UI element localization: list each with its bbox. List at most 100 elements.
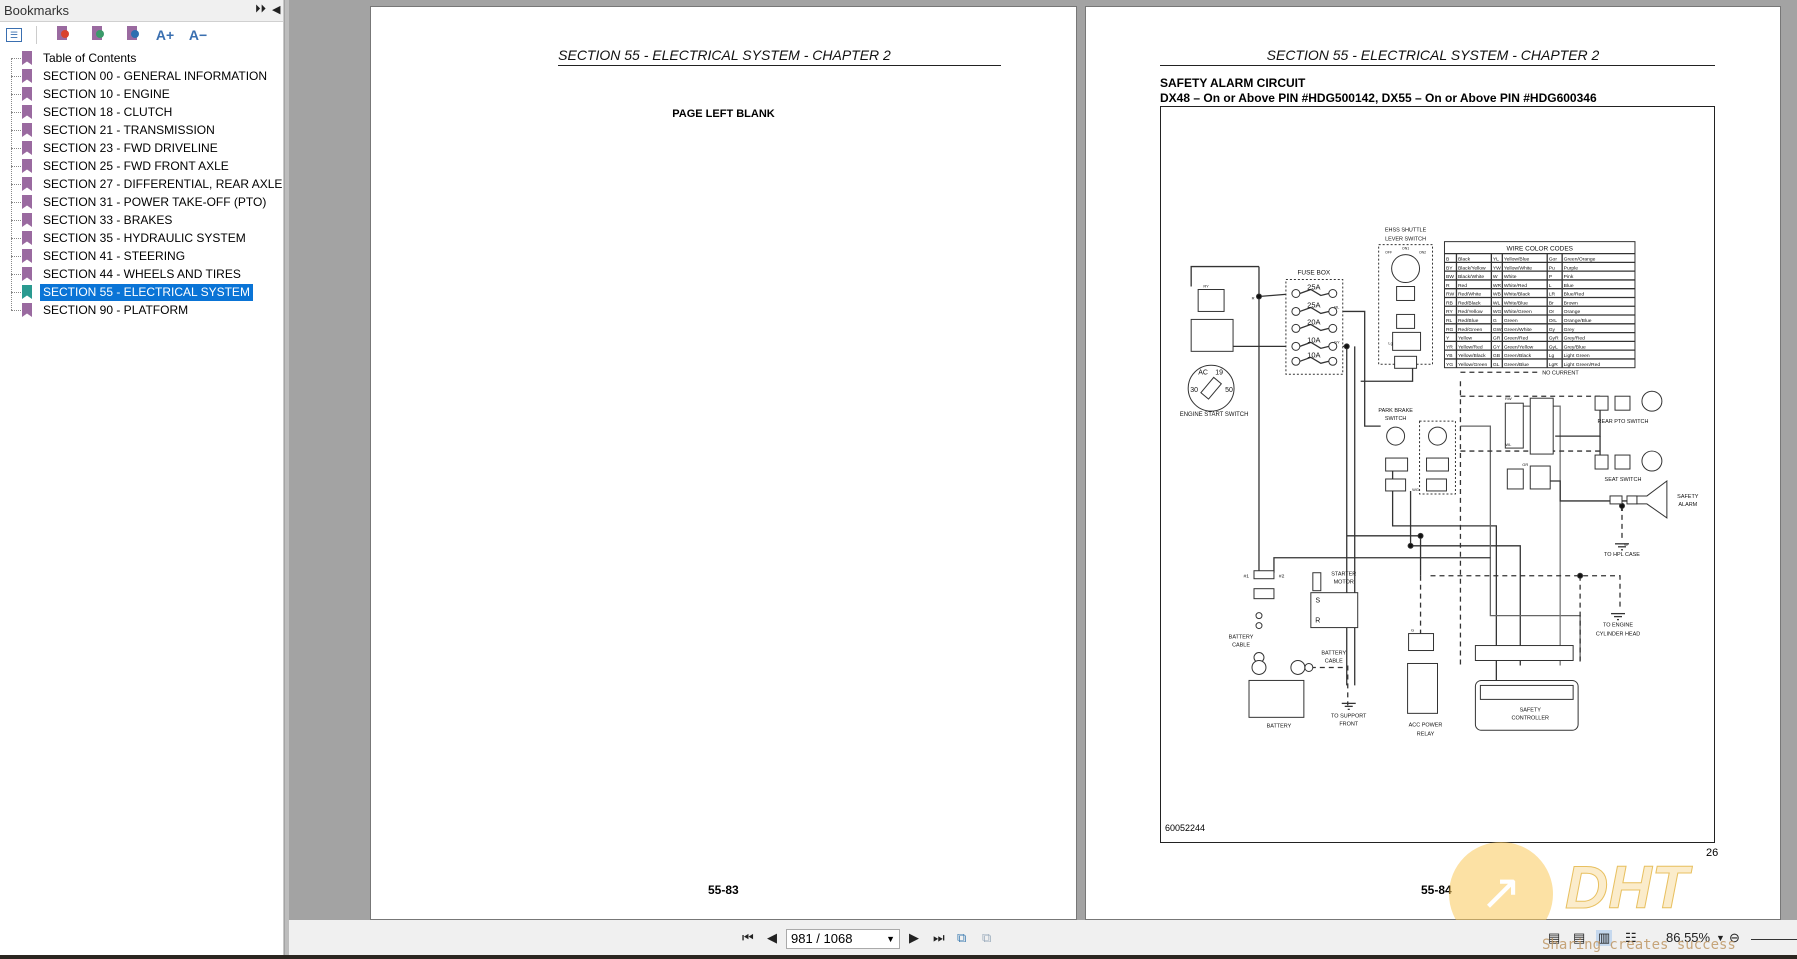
wire-color-cell: Red/Green — [1458, 327, 1483, 333]
diagram-title: SAFETY ALARM CIRCUIT — [1160, 76, 1306, 90]
next-view-icon[interactable]: ⧉ — [982, 930, 992, 945]
delete-bookmark-icon[interactable] — [52, 25, 72, 45]
wire-tag: GR — [1522, 462, 1528, 467]
tree-connector — [11, 238, 21, 239]
next-page-button[interactable]: ▶ — [909, 930, 919, 945]
no-current-wire — [1430, 575, 1621, 611]
continuous-view-icon[interactable]: ▤ — [1573, 930, 1586, 945]
page-number-value: 981 / 1068 — [791, 931, 853, 946]
wire — [1273, 557, 1491, 573]
bookmark-icon — [22, 105, 32, 119]
bookmark-item[interactable]: SECTION 10 - ENGINE — [43, 87, 170, 101]
fuse-rating: 25A — [1307, 283, 1320, 292]
zoom-dropdown-icon[interactable]: ▼ — [1716, 933, 1725, 943]
wire-color-cell: Orange/Blue — [1564, 318, 1592, 324]
goto-bookmark-icon[interactable] — [122, 25, 142, 45]
bookmark-item[interactable]: SECTION 21 - TRANSMISSION — [43, 123, 215, 137]
connector — [1614, 395, 1631, 411]
bookmarks-toolbar: ☰ A+ A− — [0, 22, 283, 48]
page-number-input[interactable]: 981 / 1068 ▼ — [786, 929, 900, 949]
wire-color-cell: Red/Yellow — [1458, 309, 1483, 315]
fuse-terminal — [1291, 341, 1301, 351]
acc-power-relay — [1407, 662, 1438, 714]
bookmark-icon — [22, 159, 32, 173]
continuous-facing-view-icon[interactable]: ☷ — [1625, 930, 1637, 945]
zoom-slider[interactable] — [1751, 939, 1797, 940]
bookmark-item[interactable]: SECTION 90 - PLATFORM — [43, 303, 189, 317]
fuse-icon — [1299, 288, 1329, 297]
connector — [1385, 478, 1407, 492]
navigation-toolbar: ⏮ ◀ 981 / 1068 ▼ ▶ ⏭ ⧉ ⧉ ▤ ▤ ▥ ☷ 86.55% ▼… — [289, 920, 1797, 955]
single-page-view-icon[interactable]: ▤ — [1548, 930, 1561, 945]
previous-view-icon[interactable]: ⧉ — [957, 930, 967, 945]
wire-color-cell: White/Green — [1504, 309, 1532, 315]
wire-color-cell: GY — [1493, 344, 1501, 350]
wire-color-cell: Black/White — [1458, 274, 1484, 280]
decrease-font-icon[interactable]: A− — [188, 27, 208, 43]
panel-splitter[interactable] — [285, 0, 289, 959]
diagram-label: TO ENGINE — [1603, 623, 1633, 629]
diagram-label: CONTROLLER — [1512, 715, 1549, 721]
wire-color-cell: Red/Blue — [1458, 318, 1479, 324]
collapse-panel-icon[interactable]: ◀ — [272, 4, 281, 16]
zoom-level[interactable]: 86.55% — [1666, 930, 1711, 945]
bookmark-item[interactable]: SECTION 55 - ELECTRICAL SYSTEM — [40, 284, 253, 301]
wire-color-cell: BY — [1446, 265, 1453, 271]
bookmark-item[interactable]: SECTION 35 - HYDRAULIC SYSTEM — [43, 231, 246, 245]
facing-view-icon[interactable]: ▥ — [1596, 930, 1613, 946]
bookmark-item[interactable]: SECTION 41 - STEERING — [43, 249, 186, 263]
junction-dot — [1343, 343, 1350, 350]
wire-color-cell: Green/Red — [1504, 336, 1529, 342]
bookmark-item[interactable]: Table of Contents — [43, 51, 137, 65]
zoom-out-icon[interactable]: ⊖ — [1729, 930, 1740, 945]
wire-color-cell: GR — [1493, 336, 1501, 342]
bookmark-item[interactable]: SECTION 18 - CLUTCH — [43, 105, 173, 119]
rear-pto-label: REAR PTO SWITCH — [1598, 419, 1649, 425]
diagram-label: SWITCH — [1385, 416, 1407, 422]
bookmark-item[interactable]: SECTION 23 - FWD DRIVELINE — [43, 141, 218, 155]
diagram-label: TO SUPPORT — [1331, 713, 1367, 719]
bookmark-item[interactable]: SECTION 27 - DIFFERENTIAL, REAR AXLE — [43, 177, 283, 191]
wire-color-cell: GL — [1493, 362, 1500, 368]
tree-connector — [11, 94, 21, 95]
bookmark-icon — [22, 231, 32, 245]
page-number: 55-84 — [1421, 883, 1452, 897]
increase-font-icon[interactable]: A+ — [155, 27, 175, 43]
wire-color-cell: LgR — [1549, 362, 1559, 368]
engine-start-switch-label: ENGINE START SWITCH — [1180, 412, 1249, 418]
bookmark-item[interactable]: SECTION 00 - GENERAL INFORMATION — [43, 69, 268, 83]
wire — [1224, 331, 1296, 347]
fuse-icon — [1299, 356, 1329, 364]
controller-pins — [1479, 684, 1574, 700]
junction-dot — [1577, 572, 1584, 579]
switch — [1428, 426, 1447, 446]
previous-page-button[interactable]: ◀ — [767, 930, 777, 945]
first-page-button[interactable]: ⏮ — [742, 930, 754, 945]
diagram-label: R — [1315, 618, 1320, 625]
diagram-label: CYLINDER HEAD — [1596, 632, 1640, 638]
pdf-page-left: SECTION 55 - ELECTRICAL SYSTEM - CHAPTER… — [370, 6, 1077, 920]
page-header: SECTION 55 - ELECTRICAL SYSTEM - CHAPTER… — [1266, 47, 1600, 63]
key-slot-icon — [1200, 376, 1223, 400]
connector — [1396, 286, 1416, 301]
wire-color-cell: Grey — [1564, 327, 1575, 333]
bookmark-item[interactable]: SECTION 25 - FWD FRONT AXLE — [43, 159, 229, 173]
diagram-label: SAFETY — [1520, 707, 1542, 713]
wire-color-cell: Pink — [1564, 274, 1574, 280]
chevron-down-icon[interactable]: ▼ — [886, 934, 895, 944]
last-page-button[interactable]: ⏭ — [933, 930, 945, 945]
bookmark-item[interactable]: SECTION 33 - BRAKES — [43, 213, 173, 227]
wire-color-cell: Green/Yellow — [1504, 344, 1534, 350]
starter-solenoid — [1312, 572, 1322, 592]
expand-all-icon[interactable]: ☰ — [6, 28, 22, 42]
tree-connector — [11, 112, 21, 113]
diagram-label: MOTOR — [1334, 580, 1354, 586]
wire-color-cell: BW — [1446, 274, 1454, 280]
wire-color-cell: Gy — [1549, 327, 1556, 333]
options-icon[interactable]: ⏵⏵ — [255, 3, 266, 15]
bookmark-item[interactable]: SECTION 31 - POWER TAKE-OFF (PTO) — [43, 195, 267, 209]
add-bookmark-icon[interactable] — [87, 25, 107, 45]
bookmark-item[interactable]: SECTION 44 - WHEELS AND TIRES — [43, 267, 241, 281]
diagram-label: ACC POWER — [1409, 722, 1443, 728]
seat-switch — [1641, 450, 1663, 472]
